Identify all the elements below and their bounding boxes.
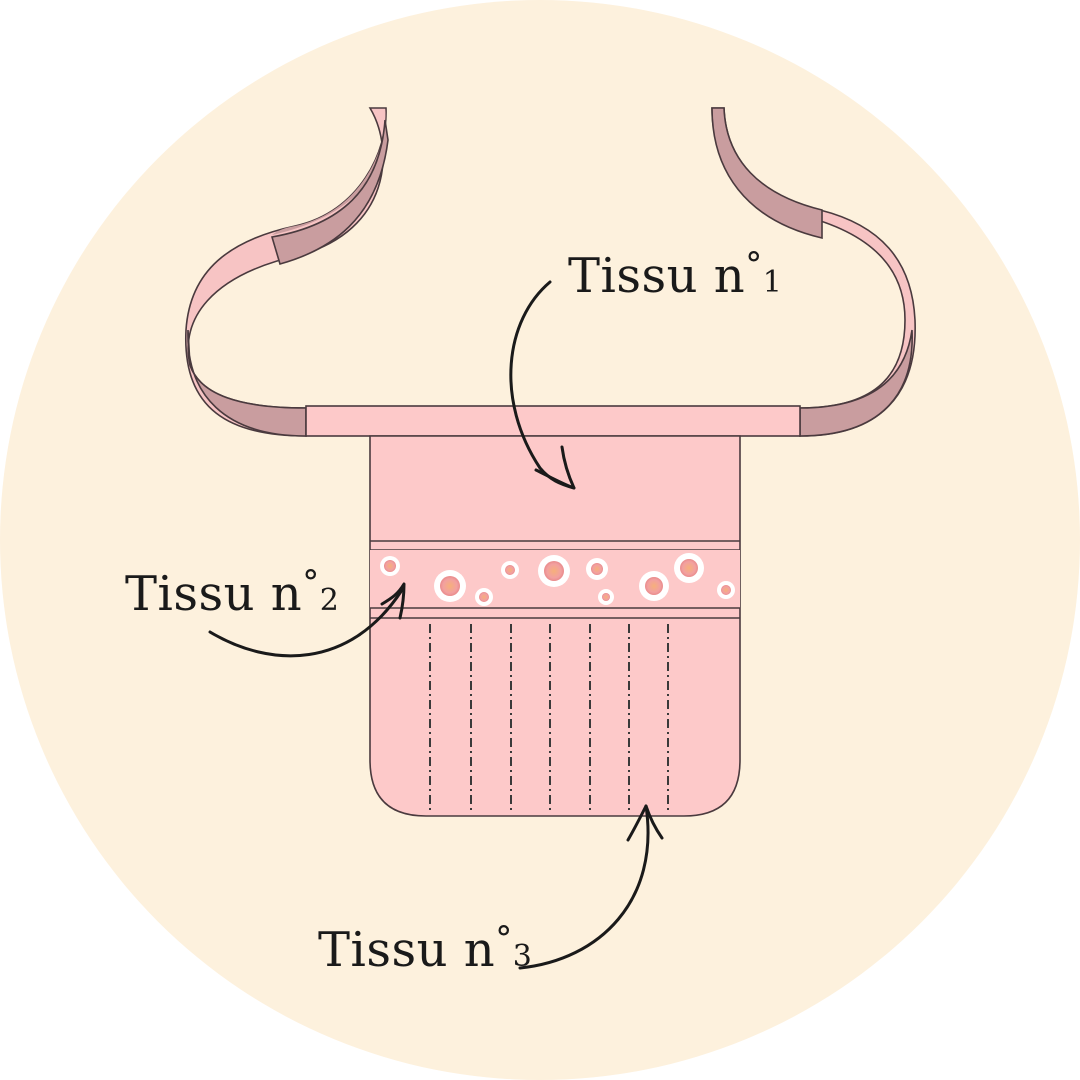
pocket-stitches <box>429 624 669 812</box>
label-tissu-2: Tissu n°2 <box>125 563 339 622</box>
right-strap-shadow-top <box>711 107 823 240</box>
label-tissu-3-ordinal: 3 <box>513 939 533 974</box>
flower-motif <box>475 588 493 606</box>
arrow-tissu-3 <box>518 804 664 970</box>
label-tissu-3: Tissu n°3 <box>318 919 532 978</box>
label-tissu-2-ordinal: 2 <box>320 583 340 618</box>
label-tissu-1: Tissu n°1 <box>568 245 782 304</box>
label-tissu-1-ordinal: 1 <box>763 265 783 300</box>
degree-symbol: ° <box>495 919 513 959</box>
flower-motif <box>380 556 400 576</box>
waistband <box>305 405 801 437</box>
degree-symbol: ° <box>302 563 320 603</box>
left-strap <box>185 107 389 437</box>
flower-motif <box>639 571 669 601</box>
left-strap-shadow-mid <box>270 119 389 265</box>
right-strap-shadow-bottom <box>799 329 913 437</box>
degree-symbol: ° <box>745 245 763 285</box>
flower-motif <box>434 570 466 602</box>
arrow-tissu-1 <box>509 280 576 490</box>
right-strap <box>711 107 916 437</box>
flower-motif <box>586 558 608 580</box>
flower-motif <box>717 581 735 599</box>
flower-motif <box>674 553 704 583</box>
flower-motif <box>598 589 614 605</box>
flower-motif <box>538 555 570 587</box>
flower-pattern <box>380 553 735 606</box>
flower-motif <box>501 561 519 579</box>
apron-body <box>369 435 741 817</box>
arrow-tissu-2 <box>208 582 406 658</box>
